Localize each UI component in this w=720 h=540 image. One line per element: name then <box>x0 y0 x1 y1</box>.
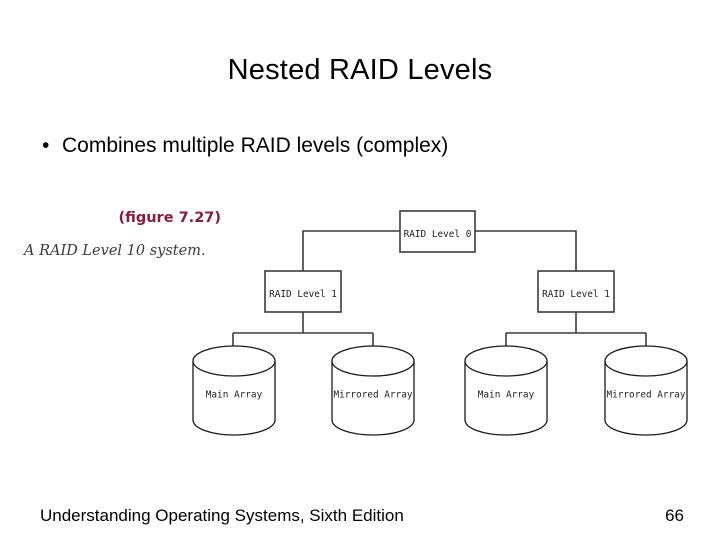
footer-page-number: 66 <box>665 506 684 525</box>
figure-caption: (figure 7.27) A RAID Level 10 system. <box>22 209 227 261</box>
bullet-list: • Combines multiple RAID levels (complex… <box>36 132 676 159</box>
page-title: Nested RAID Levels <box>227 54 493 86</box>
figure-number-label: (figure 7.27) <box>118 210 221 226</box>
diagram-node-raid-level-0: RAID Level 0 <box>399 210 476 253</box>
disk-label: Main Array <box>206 390 263 401</box>
bullet-item-label: Combines multiple RAID levels (complex) <box>62 134 449 157</box>
bullet-marker-icon: • <box>42 134 50 157</box>
disk-cylinder-mirrored-array-left: Mirrored Array <box>331 345 415 436</box>
diagram-node-raid-level-1-right: RAID Level 1 <box>537 270 615 313</box>
footer-book-title: Understanding Operating Systems, Sixth E… <box>40 506 404 525</box>
list-item: • Combines multiple RAID levels (complex… <box>36 132 676 159</box>
disk-label: Mirrored Array <box>606 390 685 401</box>
disk-label: Main Array <box>478 390 535 401</box>
disk-label: Mirrored Array <box>333 390 412 401</box>
diagram-node-label: RAID Level 0 <box>404 229 472 240</box>
disk-cylinder-main-array-left: Main Array <box>192 345 276 436</box>
disk-cylinder-mirrored-array-right: Mirrored Array <box>604 345 688 436</box>
diagram-node-label: RAID Level 1 <box>542 289 610 300</box>
raid-level-10-diagram: RAID Level 0 RAID Level 1 RAID Level 1 M… <box>170 198 700 448</box>
diagram-node-label: RAID Level 1 <box>269 289 337 300</box>
diagram-node-raid-level-1-left: RAID Level 1 <box>264 270 342 313</box>
disk-cylinder-main-array-right: Main Array <box>464 345 548 436</box>
figure-description-label: A RAID Level 10 system. <box>24 243 206 259</box>
